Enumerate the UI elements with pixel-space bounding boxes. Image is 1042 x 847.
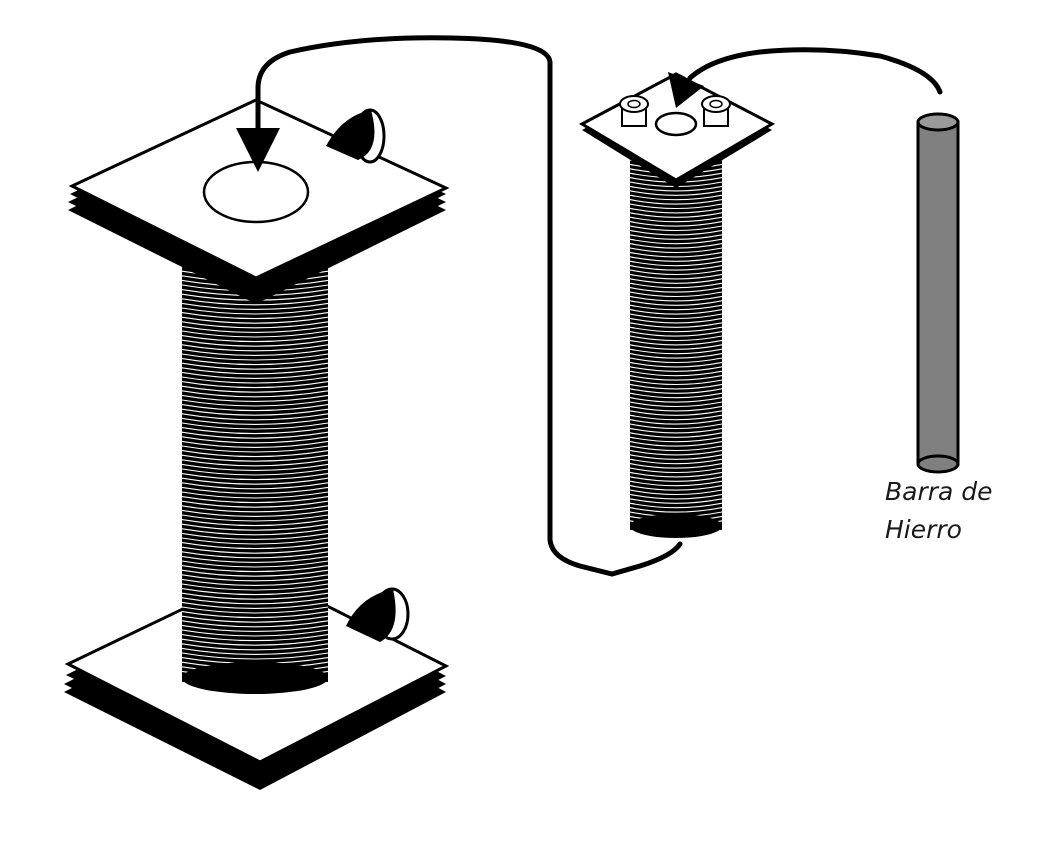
small-coil-body [630, 160, 722, 538]
connecting-wire-upper [690, 50, 940, 92]
iron-bar-label-line2: Hierro [885, 517, 962, 542]
small-coil [582, 72, 772, 538]
terminal-right [702, 96, 730, 126]
large-coil-body [182, 262, 328, 694]
large-coil-opening [204, 162, 308, 222]
large-coil [64, 100, 446, 790]
small-coil-opening [656, 113, 696, 135]
iron-bar-label-line1: Barra de [885, 479, 993, 504]
iron-bar [918, 114, 958, 472]
terminal-left [620, 96, 648, 126]
